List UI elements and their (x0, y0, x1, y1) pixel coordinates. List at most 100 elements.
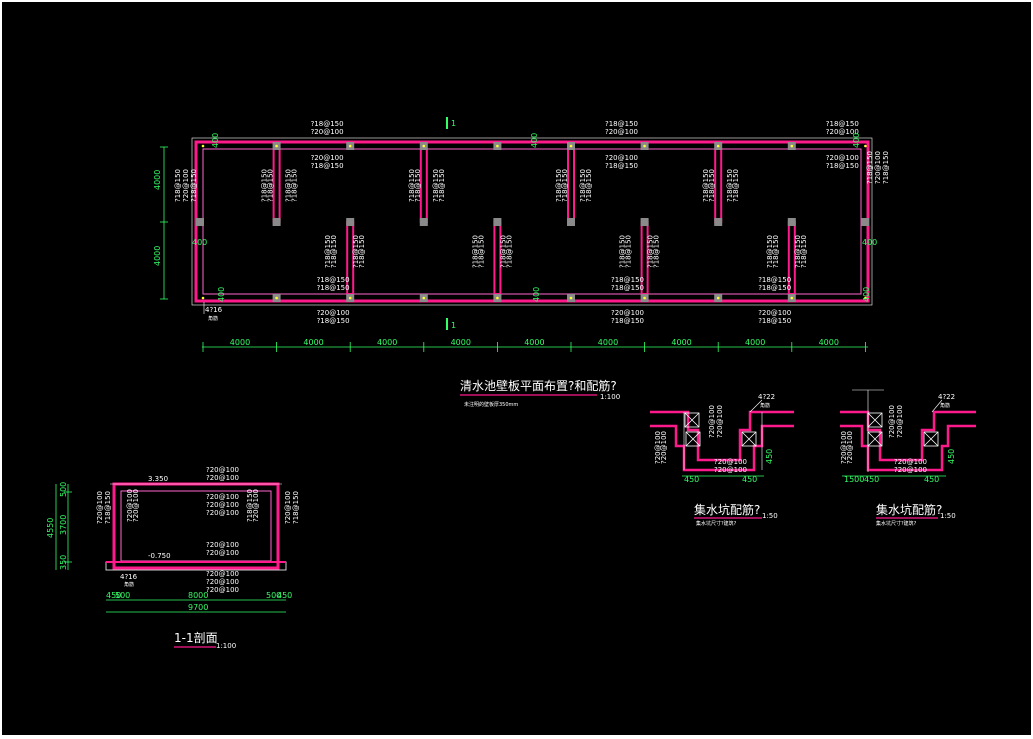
pit-right-rebar-1: ?20@100 (888, 405, 896, 438)
wall-label-top-right: 400 (852, 133, 861, 148)
section-corner-rebar: 4?16 (120, 573, 138, 581)
column-block (567, 218, 575, 226)
section-1-1-detail: 3.350 -0.750 ?20@100 ?20@100 ?20@100 ?20… (46, 466, 300, 650)
pit-right-detail: 4?22 角筋 ?20@100 ?20@100 ?20@100 ?20@100 … (840, 389, 976, 527)
pit-right-dim-4: 450 (947, 449, 956, 464)
bottom-rebar: ?20@100 (758, 309, 791, 317)
top-rebar: ?20@100 (311, 154, 344, 162)
stub-rebar: ?18@150 (625, 235, 633, 268)
grid-marker (348, 296, 352, 300)
grid-marker (790, 296, 794, 300)
grid-marker (496, 144, 499, 148)
left-dim-upper: 4000 (153, 170, 162, 190)
column-block (272, 218, 281, 226)
section-rebar-bottom-3: ?20@100 (206, 570, 239, 578)
top-rebar: ?18@150 (826, 162, 859, 170)
plan-corner-rebar-sub: 角筋 (208, 315, 218, 322)
section-corner-rebar-sub: 角筋 (124, 581, 134, 588)
bottom-rebar: ?20@100 (611, 309, 644, 317)
stub-rebar: ?18@150 (267, 169, 275, 202)
svg-text:?20@100: ?20@100 (206, 586, 239, 594)
stub-rebar: ?18@150 (438, 169, 446, 202)
pit-left-note: 集水坑尺寸?建筑? (696, 520, 737, 527)
svg-text:?18@150: ?18@150 (292, 491, 300, 524)
svg-text:?20@100: ?20@100 (660, 431, 668, 464)
grid-marker (275, 296, 278, 300)
bottom-rebar: ?18@150 (317, 276, 350, 284)
stub-rebar: ?18@150 (702, 169, 710, 202)
svg-text:?18@150: ?18@150 (246, 489, 254, 522)
grid-marker (275, 144, 278, 148)
pit-right-scale: 1:50 (940, 512, 956, 520)
grid-marker (716, 296, 720, 300)
plan-note: 未注明的壁板厚350mm (464, 401, 518, 408)
grid-marker (201, 144, 205, 148)
stub-rebar: ?18@150 (330, 235, 338, 268)
bottom-rebar: ?18@150 (611, 276, 644, 284)
bottom-rebar: ?18@150 (758, 276, 791, 284)
stub-rebar: ?18@150 (732, 169, 740, 202)
svg-text:?20@100: ?20@100 (252, 489, 260, 522)
top-rebar: ?20@100 (605, 154, 638, 162)
stub-rebar: ?18@150 (285, 169, 293, 202)
svg-text:?20@100: ?20@100 (126, 489, 134, 522)
section-bottom-level: -0.750 (148, 552, 171, 560)
section-dim-b5: 450 (277, 591, 292, 600)
pit-left-dim-3: 450 (765, 449, 774, 464)
top-rebar: ?20@100 (605, 128, 638, 136)
stub-rebar: ?18@150 (726, 169, 734, 202)
stub-rebar: ?18@150 (408, 169, 416, 202)
bottom-rebar: ?18@150 (317, 284, 350, 292)
stub-rebar: ?18@150 (561, 169, 569, 202)
column-block (861, 218, 869, 226)
section-dim-b3: 8000 (188, 591, 208, 600)
svg-text:?20@100: ?20@100 (206, 578, 239, 586)
section-rebar-bottom-2: ?20@100 (206, 549, 239, 557)
left-dim-lower: 4000 (153, 246, 162, 266)
grid-marker (422, 296, 426, 300)
pit-left-scale: 1:50 (762, 512, 778, 520)
section-dim-slab: 350 (59, 555, 68, 570)
column-block (714, 218, 723, 226)
bay-dim-label: 4000 (598, 338, 618, 347)
pit-left-corner-sub: 角筋 (760, 402, 770, 409)
section-dim-b4: 500 (266, 591, 281, 600)
plan-columns (196, 142, 869, 302)
pit-left-rebar-2: ?20@100 (716, 405, 724, 438)
section-top-level: 3.350 (148, 475, 168, 483)
wall-label-bottom-mid: 400 (532, 287, 541, 302)
section-rebar-wall-1: ?20@100 (96, 491, 104, 524)
stub-rebar: ?18@150 (358, 235, 366, 268)
grid-marker (790, 144, 794, 148)
section-rebar-bottom-1: ?20@100 (206, 541, 239, 549)
pit-right-rebar-2: ?20@100 (896, 405, 904, 438)
stub-rebar: ?18@150 (555, 169, 563, 202)
top-rebar: ?20@100 (311, 128, 344, 136)
plan-drawing: ?18@150?18@150?18@150?18@150?18@150?18@1… (153, 117, 890, 408)
svg-text:?20@100: ?20@100 (894, 458, 927, 466)
side-rebar: ?20@100 (182, 169, 190, 202)
plan-corner-rebar: 4?16 (205, 306, 223, 314)
stub-rebar: ?18@150 (352, 235, 360, 268)
top-rebar: ?18@150 (311, 162, 344, 170)
grid-marker (496, 296, 499, 300)
stub-rebar: ?18@150 (708, 169, 716, 202)
side-rebar: ?20@100 (874, 151, 882, 184)
section-dim-total: 9700 (188, 603, 208, 612)
bottom-rebar: ?18@150 (611, 317, 644, 325)
pit-left-dim-2: 450 (742, 475, 757, 484)
side-rebar: ?18@150 (866, 151, 874, 184)
stub-rebar: ?18@150 (619, 235, 627, 268)
pit-right-title: 集水坑配筋? (876, 502, 942, 517)
wall-label-left: 400 (192, 238, 207, 247)
grid-marker (643, 144, 646, 148)
stub-rebar: ?18@150 (579, 169, 587, 202)
svg-text:?20@100: ?20@100 (714, 458, 747, 466)
stub-rebar: ?18@150 (585, 169, 593, 202)
section-dim-height-total: 4550 (46, 518, 55, 538)
section-dim-top: 500 (59, 482, 68, 497)
stub-rebar: ?18@150 (291, 169, 299, 202)
wall-label-bottom-left: 400 (217, 287, 226, 302)
